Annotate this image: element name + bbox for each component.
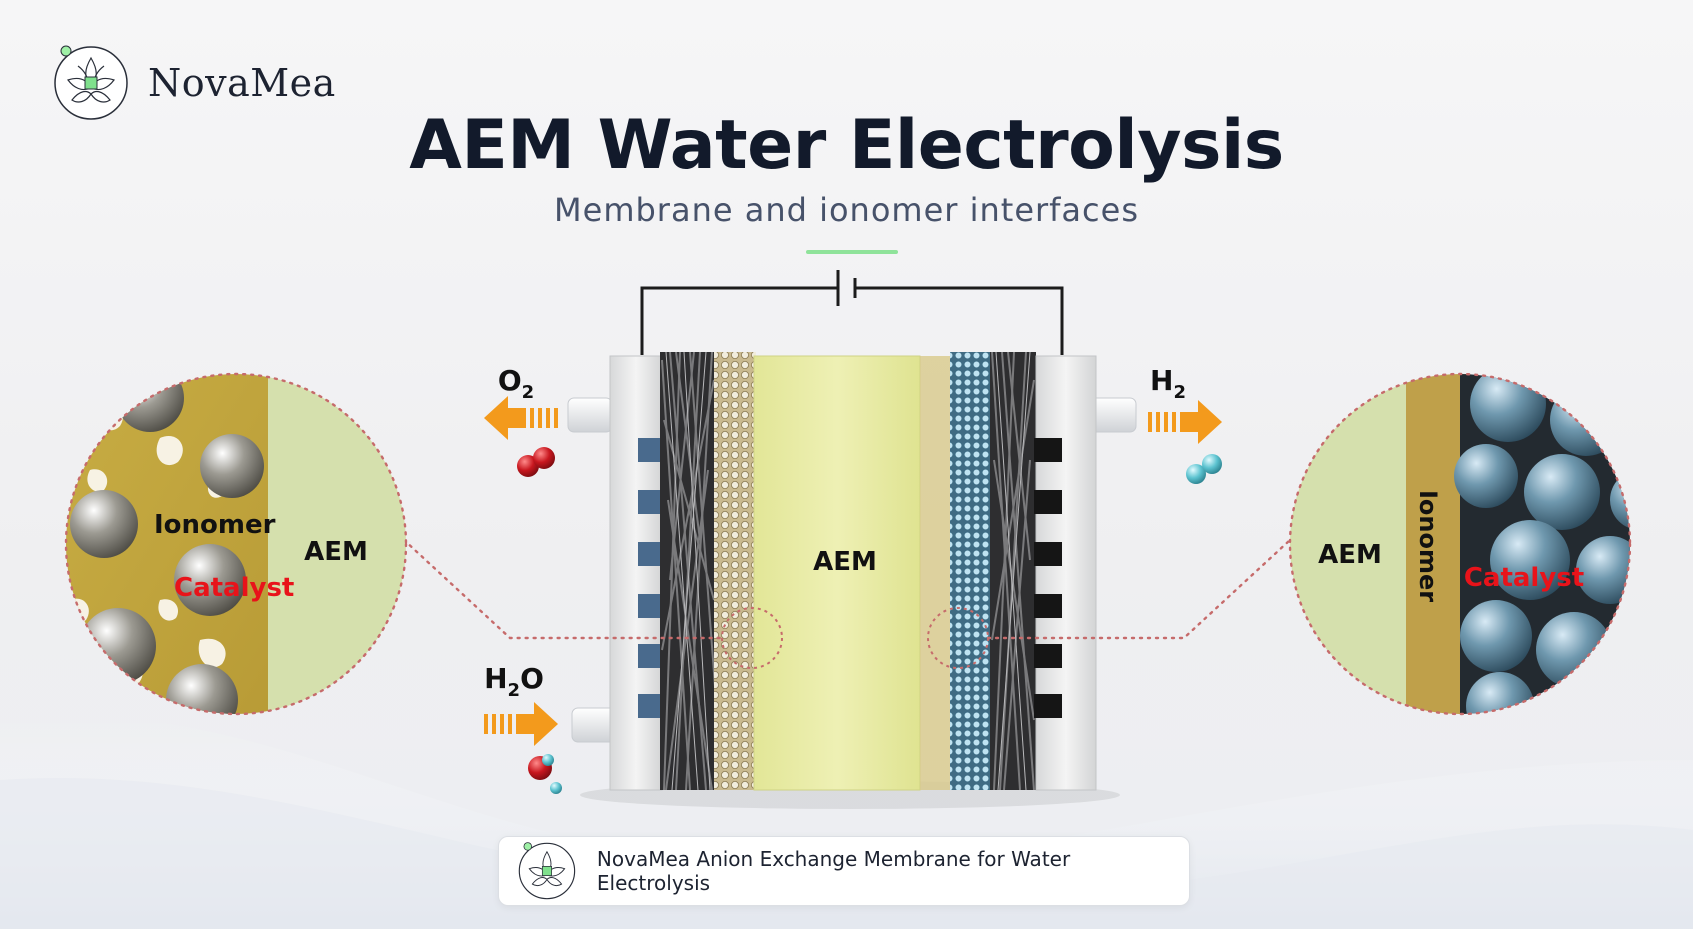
cathode-gas-diffusion-layer — [990, 352, 1036, 790]
right-zoom-catalyst-label: Catalyst — [1464, 563, 1584, 593]
page-subtitle: Membrane and ionomer interfaces — [554, 191, 1139, 229]
gas-outlet-pipes — [567, 397, 1137, 743]
cathode-catalyst-layer — [950, 352, 992, 790]
lotus-logo-icon — [54, 45, 128, 120]
brand-name: NovaMea — [148, 61, 336, 105]
membrane-label: AEM — [813, 547, 877, 577]
left-zoom-marker — [721, 607, 783, 669]
lotus-logo-icon — [518, 842, 576, 900]
water-label: H2O — [484, 662, 544, 701]
cathode-end-plate — [1034, 355, 1097, 791]
right-zoom-membrane-label: AEM — [1318, 540, 1382, 570]
brand-logo: NovaMea — [52, 44, 336, 122]
anode-gas-diffusion-layer — [660, 352, 716, 790]
hydrogen-label: H2 — [1150, 364, 1186, 403]
membrane-block — [753, 355, 950, 791]
hydrogen-output-arrow-icon — [1148, 400, 1222, 444]
left-zoom-membrane-label: AEM — [304, 537, 368, 567]
hydrogen-molecule-icon — [1186, 454, 1222, 484]
right-zoom-ionomer-label: Ionomer — [1414, 490, 1442, 602]
water-molecule-icon — [528, 754, 562, 794]
left-zoom-catalyst-label: Catalyst — [174, 573, 294, 603]
footer-card: NovaMea Anion Exchange Membrane for Wate… — [498, 836, 1190, 906]
left-zoom-ionomer-label: Ionomer — [154, 510, 276, 540]
footer-caption: NovaMea Anion Exchange Membrane for Wate… — [596, 847, 1071, 895]
oxygen-molecule-icon — [517, 447, 555, 477]
anode-catalyst-layer — [714, 352, 756, 790]
anode-end-plate — [609, 355, 664, 791]
power-circuit — [640, 270, 1064, 355]
accent-divider — [806, 250, 898, 254]
zoom-connectors — [402, 538, 1292, 640]
oxygen-output-arrow-icon — [484, 396, 558, 440]
page-title: AEM Water Electrolysis — [409, 106, 1284, 185]
oxygen-label: O2 — [498, 364, 534, 403]
water-input-arrow-icon — [484, 702, 558, 746]
